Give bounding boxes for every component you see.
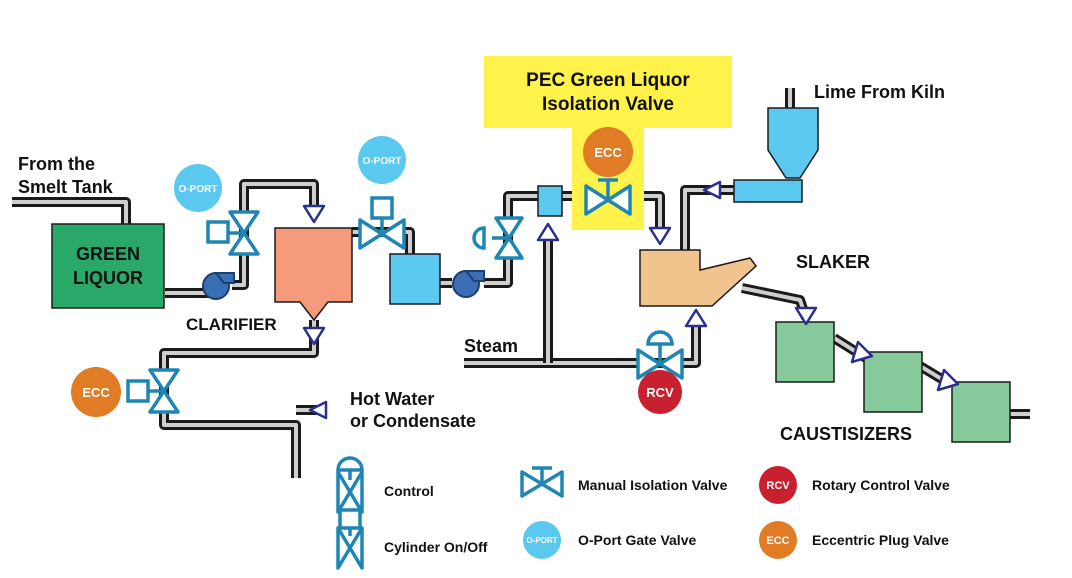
pump-1 bbox=[202, 272, 235, 300]
cylinder-valve-1 bbox=[206, 210, 260, 256]
caustisizer-tanks bbox=[775, 321, 1011, 443]
legend-ecc-badge-text: ECC bbox=[766, 535, 789, 547]
from-smelt-label-2: Smelt Tank bbox=[18, 177, 114, 197]
caustisizer-3 bbox=[951, 381, 1011, 443]
cylinder-valve-3 bbox=[126, 368, 180, 414]
legend-oport-text: O-Port Gate Valve bbox=[578, 532, 696, 548]
ecc-badge-underflow-text: ECC bbox=[82, 385, 110, 400]
pump-2 bbox=[452, 270, 485, 298]
arrow-caust-2 bbox=[850, 340, 874, 364]
callout-line1: PEC Green Liquor bbox=[526, 70, 690, 91]
oport-badge-2: O-PORT bbox=[358, 136, 406, 184]
slaker-label: SLAKER bbox=[796, 252, 870, 272]
legend-oport-badge-text: O-PORT bbox=[526, 536, 557, 545]
arrow-up-steam bbox=[536, 222, 560, 242]
legend-cylinder-text: Cylinder On/Off bbox=[384, 539, 488, 555]
arrow-up-rcv bbox=[684, 308, 708, 328]
oport-badge-1: O-PORT bbox=[174, 164, 222, 212]
rcv-badge-text: RCV bbox=[646, 385, 674, 400]
caustisizer-1 bbox=[775, 321, 835, 383]
legend-eccentric-text: Eccentric Plug Valve bbox=[812, 532, 949, 548]
legend-manual-text: Manual Isolation Valve bbox=[578, 477, 728, 493]
legend-rotary-text: Rotary Control Valve bbox=[812, 477, 950, 493]
from-smelt-label-1: From the bbox=[18, 154, 95, 174]
oport-badge-2-text: O-PORT bbox=[363, 156, 402, 167]
green-liquor-tank: GREEN LIQUOR bbox=[51, 223, 165, 309]
clarifier-vessel bbox=[274, 227, 353, 322]
steam-label: Steam bbox=[464, 336, 518, 356]
callout-line2: Isolation Valve bbox=[542, 94, 674, 115]
green-liquor-label-1: GREEN bbox=[76, 244, 140, 264]
manual-isolation-valve bbox=[584, 178, 632, 216]
legend-eccentric: ECC Eccentric Plug Valve bbox=[759, 521, 949, 559]
oport-badge-1-text: O-PORT bbox=[179, 184, 218, 195]
arrow-down-underflow bbox=[302, 326, 326, 346]
green-liquor-label-2: LIQUOR bbox=[73, 268, 143, 288]
flow-arrows bbox=[302, 180, 960, 420]
clarifier-label: CLARIFIER bbox=[186, 315, 277, 334]
legend-manual: Manual Isolation Valve bbox=[520, 466, 728, 498]
legend-rotary: RCV Rotary Control Valve bbox=[759, 466, 950, 504]
ecc-badge-callout: ECC bbox=[583, 127, 633, 177]
arrow-down-clarifier bbox=[302, 204, 326, 224]
control-valve-1 bbox=[472, 216, 524, 260]
legend-rcv-badge-text: RCV bbox=[766, 480, 790, 492]
arrow-down-caust-1 bbox=[794, 306, 818, 326]
ecc-badge-callout-text: ECC bbox=[594, 145, 622, 160]
legend: Control Cylinder On/Off Manual Isolation… bbox=[336, 456, 950, 570]
legend-control-text: Control bbox=[384, 483, 434, 499]
arrow-caust-3 bbox=[936, 368, 960, 392]
caustisizer-2 bbox=[863, 351, 923, 413]
rotary-control-valve bbox=[636, 330, 684, 380]
hot-water-label-2: or Condensate bbox=[350, 411, 476, 431]
legend-control: Control bbox=[336, 456, 434, 514]
cylinder-valve-2 bbox=[358, 196, 406, 250]
hot-water-label-1: Hot Water bbox=[350, 389, 434, 409]
arrow-left-lime bbox=[702, 180, 722, 200]
steam-heater bbox=[537, 185, 563, 217]
ecc-badge-underflow: ECC bbox=[71, 367, 121, 417]
arrow-down-slaker bbox=[648, 226, 672, 246]
caustisizers-label: CAUSTISIZERS bbox=[780, 424, 912, 444]
rcv-badge: RCV bbox=[638, 370, 682, 414]
arrow-left-hot-water bbox=[308, 400, 328, 420]
lime-from-kiln-label: Lime From Kiln bbox=[814, 82, 945, 102]
blue-storage-tank bbox=[389, 253, 441, 305]
legend-oport: O-PORT O-Port Gate Valve bbox=[523, 521, 696, 559]
legend-cylinder: Cylinder On/Off bbox=[336, 508, 488, 570]
lime-hopper bbox=[733, 107, 819, 203]
slaker-vessel bbox=[639, 249, 758, 307]
